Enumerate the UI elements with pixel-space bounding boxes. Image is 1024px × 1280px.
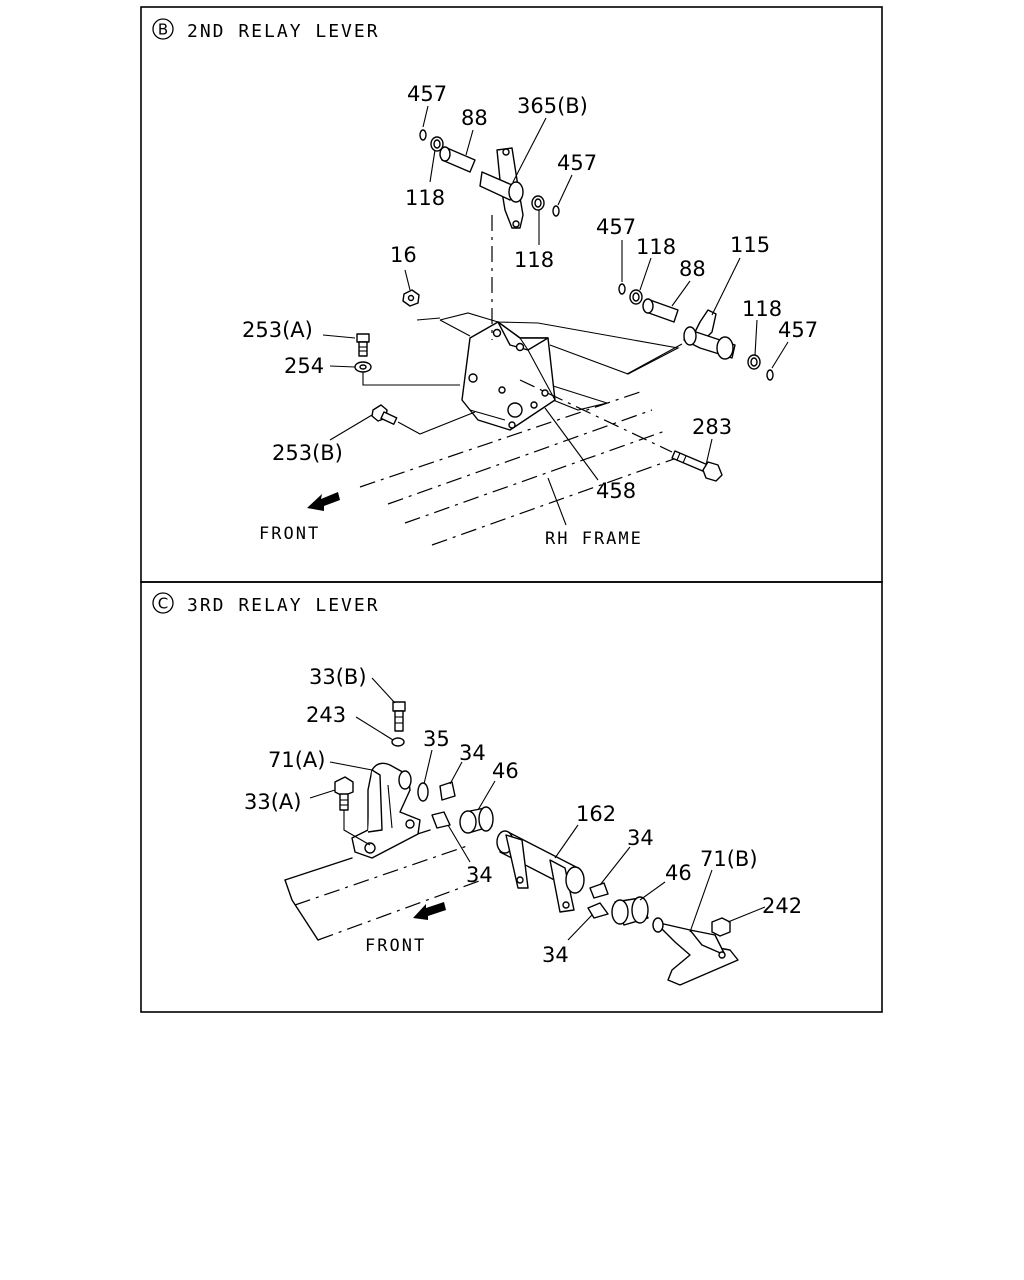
- callout-365b: 365(B): [517, 94, 588, 118]
- bolt-33b: [392, 701, 406, 732]
- section-c-border: [140, 581, 883, 1013]
- front-arrow-b: [307, 492, 340, 511]
- front-arrow-c: [413, 902, 446, 920]
- section-c-marker-circle: [152, 592, 174, 614]
- callout-118: 118: [514, 248, 554, 272]
- callout-71a: 71(A): [268, 748, 325, 772]
- section-b-border: [140, 6, 883, 583]
- clip-457-b: [552, 205, 560, 217]
- bushing-46-right: [611, 896, 649, 926]
- callout-118: 118: [742, 297, 782, 321]
- callout-115: 115: [730, 233, 770, 257]
- section-c-panel: C 3RD RELAY LEVER: [140, 581, 883, 1013]
- callout-71b: 71(B): [700, 847, 758, 871]
- clip-457-d: [766, 369, 774, 381]
- section-b-drawing: 457 88 365(B) 118 457 118 457 118 88 115…: [242, 82, 818, 549]
- section-b-title: 2ND RELAY LEVER: [187, 21, 380, 42]
- callout-253a: 253(A): [242, 318, 313, 342]
- section-b-marker-circle: [152, 18, 174, 40]
- bolt-253b: [371, 404, 476, 435]
- callout-35: 35: [423, 727, 450, 751]
- callout-162: 162: [576, 802, 616, 826]
- callout-88: 88: [679, 257, 706, 281]
- callout-254: 254: [284, 354, 324, 378]
- callout-242: 242: [762, 894, 802, 918]
- callout-118: 118: [636, 235, 676, 259]
- clip-457-a: [419, 129, 427, 141]
- section-c-marker: C: [158, 595, 168, 613]
- washer-243: [391, 737, 405, 747]
- callout-457: 457: [557, 151, 597, 175]
- spacer-34-c: [589, 882, 609, 899]
- bolt-253a: [356, 333, 370, 357]
- section-c-title: 3RD RELAY LEVER: [187, 595, 380, 616]
- rh-frame-rails: [359, 391, 686, 546]
- rh-frame-label: RH FRAME: [545, 529, 643, 549]
- bolt-283: [519, 379, 723, 482]
- clip-457-c: [618, 283, 626, 295]
- bushing-46-left: [459, 806, 494, 834]
- callout-457: 457: [407, 82, 447, 106]
- callout-458: 458: [596, 479, 636, 503]
- spacer-34-d: [587, 902, 609, 919]
- callout-283: 283: [692, 415, 732, 439]
- bracket-458: [461, 321, 556, 431]
- bushing-88-right: [642, 298, 679, 323]
- bushing-88-upper: [439, 146, 476, 173]
- section-c-drawing: 33(B) 243 35 34 71(A) 46 33(A) 162 34 34…: [244, 665, 802, 986]
- snap-ring-35: [417, 782, 429, 802]
- callout-243: 243: [306, 703, 346, 727]
- washer-118-right-b: [747, 354, 761, 370]
- callout-34: 34: [466, 863, 493, 887]
- lever-115: [683, 309, 736, 360]
- nut-16: [402, 289, 420, 307]
- bracket-71a: [351, 762, 421, 859]
- lever-365b: [479, 147, 524, 340]
- section-b-leaders: [322, 105, 789, 526]
- callout-253b: 253(B): [272, 441, 343, 465]
- callout-33a: 33(A): [244, 790, 301, 814]
- section-c-leaders: [309, 677, 766, 941]
- bolt-33a: [334, 776, 371, 846]
- callout-34: 34: [542, 943, 569, 967]
- washer-254: [354, 361, 372, 373]
- bolt-253a-line: [362, 372, 460, 386]
- front-label-b: FRONT: [259, 524, 320, 544]
- callout-33b: 33(B): [309, 665, 367, 689]
- callout-34: 34: [459, 741, 486, 765]
- callout-46: 46: [492, 759, 519, 783]
- section-b-callouts: 457 88 365(B) 118 457 118 457 118 88 115…: [242, 82, 818, 503]
- callout-457: 457: [596, 215, 636, 239]
- callout-457: 457: [778, 318, 818, 342]
- callout-118: 118: [405, 186, 445, 210]
- callout-46: 46: [665, 861, 692, 885]
- washer-118-right-a: [629, 289, 643, 305]
- nut-242: [711, 917, 731, 937]
- bracket-71b: [652, 917, 739, 986]
- washer-118-upper-left: [430, 136, 444, 152]
- lever-162: [496, 830, 585, 913]
- callout-16: 16: [390, 243, 417, 267]
- section-c-callouts: 33(B) 243 35 34 71(A) 46 33(A) 162 34 34…: [244, 665, 802, 967]
- spacer-34-a: [439, 781, 456, 801]
- spacer-34-b: [431, 811, 451, 829]
- front-label-c: FRONT: [365, 936, 426, 956]
- callout-34: 34: [627, 826, 654, 850]
- callout-88: 88: [461, 106, 488, 130]
- washer-118-upper-right: [531, 195, 545, 211]
- section-b-panel: B 2ND RELAY LEVER: [140, 6, 883, 583]
- section-b-marker: B: [158, 21, 168, 39]
